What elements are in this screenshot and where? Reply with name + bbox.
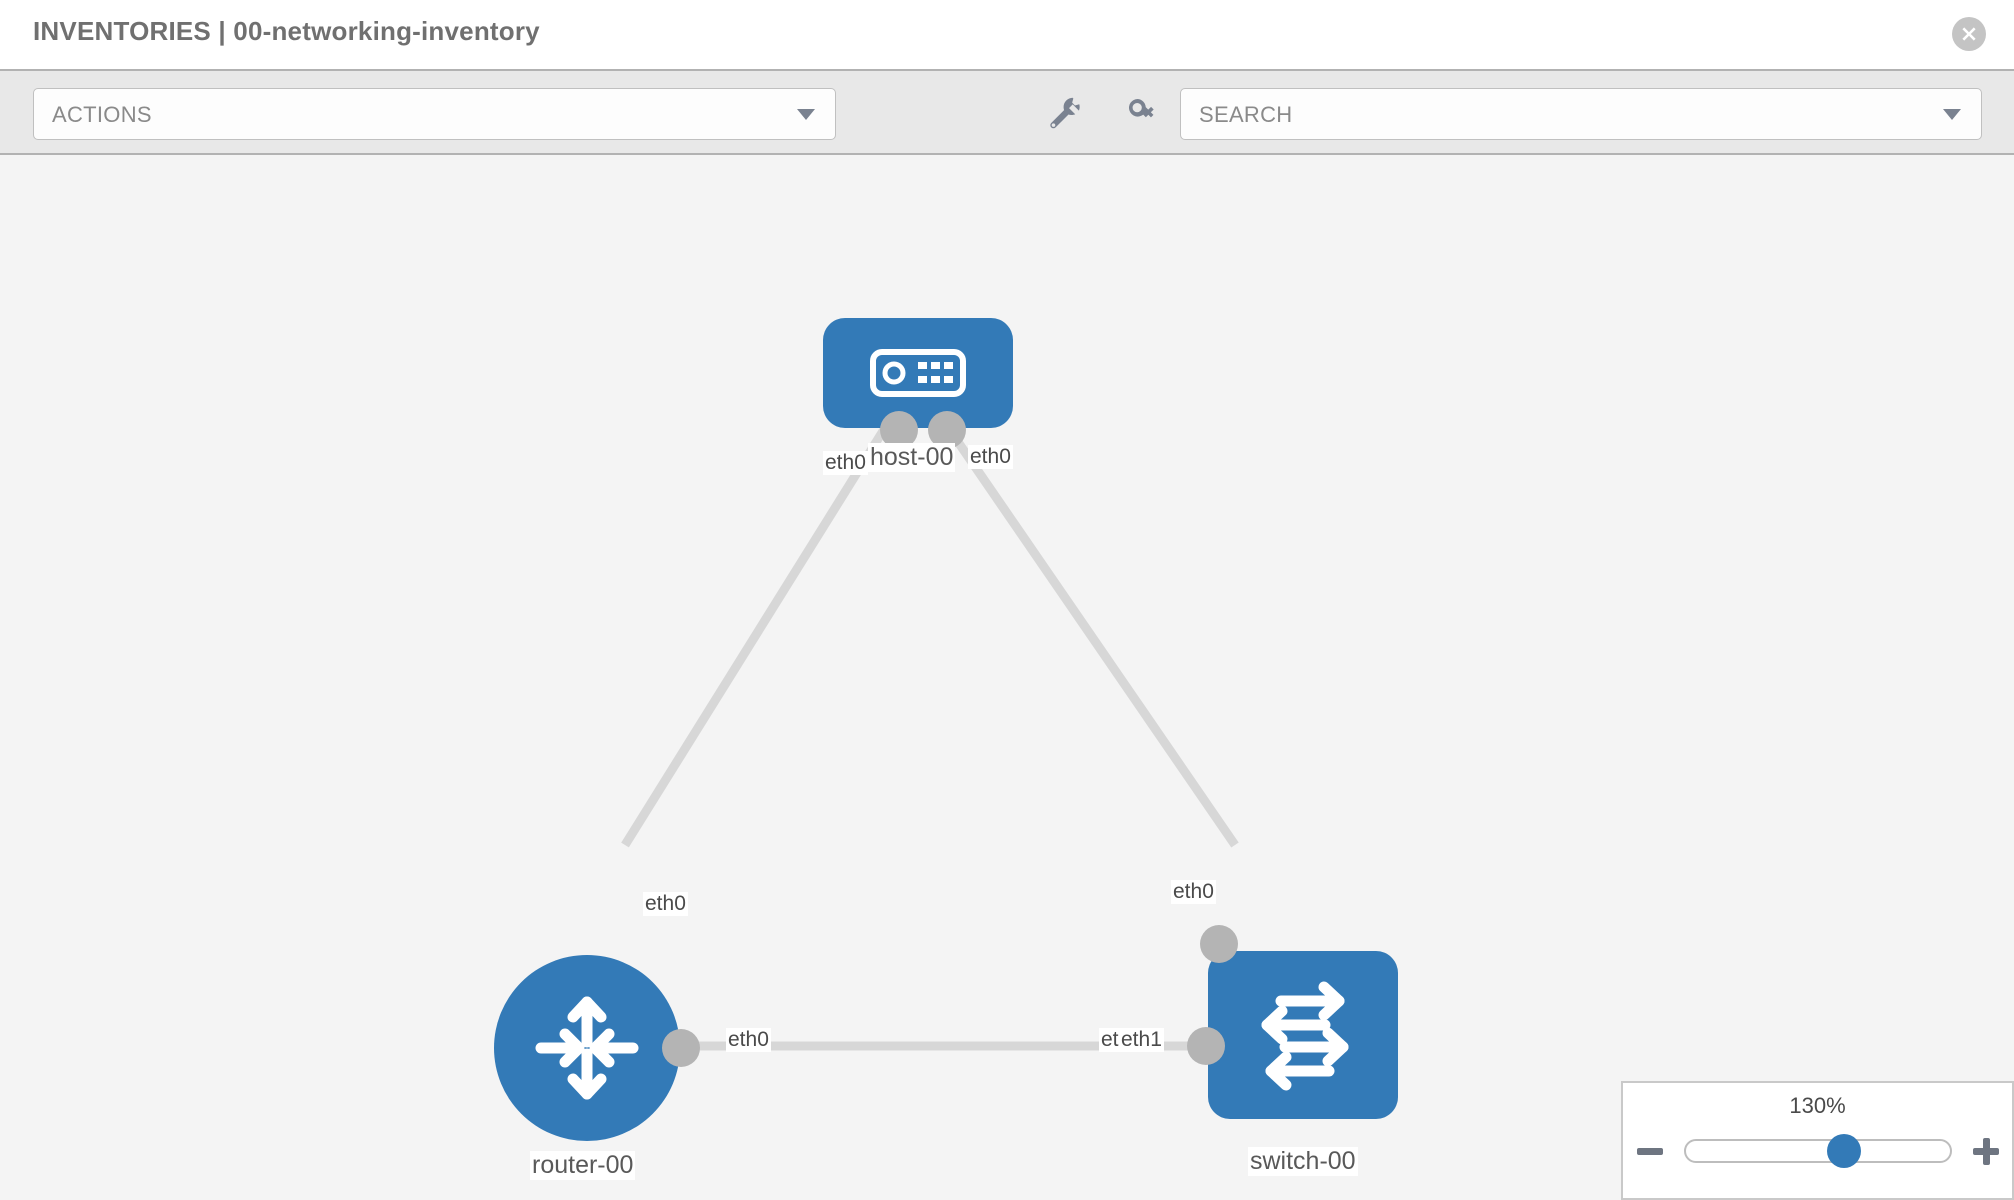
actions-dropdown[interactable]: ACTIONS xyxy=(33,88,836,140)
zoom-in-button[interactable] xyxy=(1970,1135,2002,1167)
iface-switch-up: eth0 xyxy=(1171,880,1216,905)
zoom-level-value: 130% xyxy=(1789,1093,1846,1118)
port-host-left[interactable] xyxy=(880,411,918,449)
search-placeholder: SEARCH xyxy=(1199,102,1293,127)
port-router-right[interactable] xyxy=(662,1029,700,1067)
close-icon[interactable] xyxy=(1952,17,1986,51)
key-icon[interactable] xyxy=(1123,93,1163,133)
port-switch-top[interactable] xyxy=(1200,925,1238,963)
iface-router-up: eth0 xyxy=(643,892,688,917)
search-input[interactable]: SEARCH xyxy=(1180,88,1982,140)
node-switch-00-shape[interactable] xyxy=(1208,951,1398,1119)
node-router-00-shape[interactable] xyxy=(494,955,680,1141)
topology-edges xyxy=(621,420,1239,1051)
port-switch-left[interactable] xyxy=(1187,1027,1225,1065)
node-switch-00[interactable]: switch-00 xyxy=(1187,925,1403,1176)
toolbar: ACTIONS SEARCH xyxy=(0,69,2014,155)
node-host-00-label: host-00 xyxy=(868,443,956,472)
switch-arrows-icon xyxy=(1261,981,1349,1091)
router-arrows-icon xyxy=(535,996,639,1100)
zoom-out-button[interactable] xyxy=(1634,1135,1666,1167)
zoom-slider-thumb[interactable] xyxy=(1826,1134,1861,1168)
port-host-right[interactable] xyxy=(928,411,966,449)
chevron-down-icon xyxy=(797,109,815,120)
topology-canvas[interactable]: host-00 eth0 eth0 xyxy=(0,155,2014,1200)
node-host-00-shape[interactable] xyxy=(823,318,1013,428)
wrench-icon[interactable] xyxy=(1045,93,1085,133)
iface-router-right: eth0 xyxy=(726,1028,771,1053)
page-title: INVENTORIES | 00-networking-inventory xyxy=(33,16,540,46)
zoom-slider-track[interactable] xyxy=(1683,1134,1952,1168)
iface-host-right: eth0 xyxy=(968,445,1013,470)
iface-switch-left-eth1: eth1 xyxy=(1119,1028,1164,1053)
node-host-00[interactable]: host-00 xyxy=(823,318,1013,478)
node-switch-00-label: switch-00 xyxy=(1248,1147,1358,1176)
zoom-control-panel: 130% xyxy=(1621,1081,2014,1200)
server-device-icon xyxy=(870,349,966,397)
page-header: INVENTORIES | 00-networking-inventory xyxy=(0,0,2014,69)
node-router-00[interactable]: router-00 xyxy=(494,955,700,1180)
node-router-00-label: router-00 xyxy=(530,1151,636,1180)
iface-host-left: eth0 xyxy=(823,451,868,476)
toolbar-icon-group xyxy=(1045,93,1163,133)
zoom-slider-row xyxy=(1623,1131,2012,1171)
actions-dropdown-label: ACTIONS xyxy=(52,102,152,127)
edge-host-router xyxy=(621,420,892,848)
edge-host-switch xyxy=(941,420,1239,848)
chevron-down-icon[interactable] xyxy=(1943,109,1961,120)
